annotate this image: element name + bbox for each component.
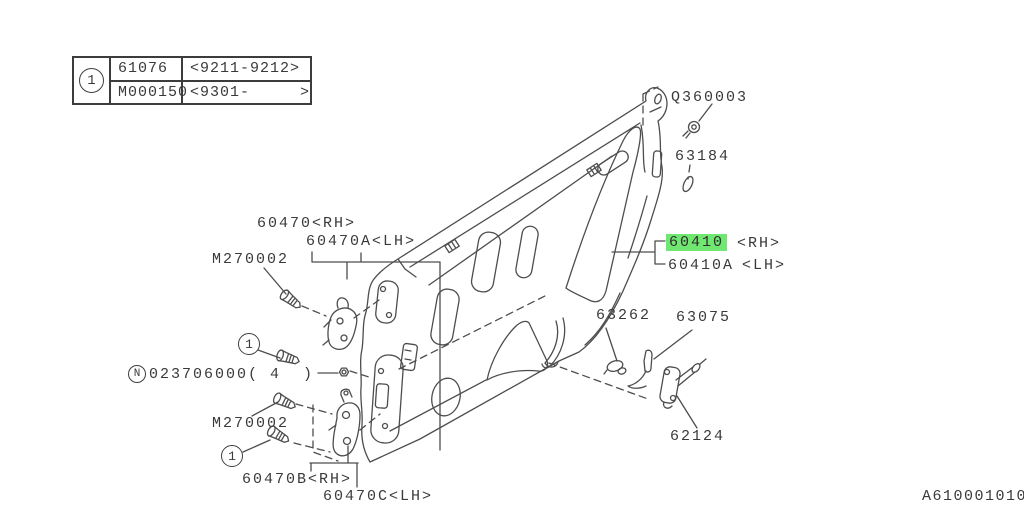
label-023706000[interactable]: 023706000( 4 ) bbox=[149, 366, 315, 383]
bolt-lower-m270002 bbox=[272, 392, 296, 410]
label-60470c-lh[interactable]: 60470C<LH> bbox=[323, 488, 434, 505]
quarter-window-cutout bbox=[565, 126, 642, 303]
label-62124[interactable]: 62124 bbox=[670, 428, 726, 445]
part-number-61076[interactable]: 61076 bbox=[111, 58, 183, 80]
label-60470a-lh[interactable]: 60470A<LH> bbox=[306, 233, 417, 250]
bolt-ref1-upper bbox=[276, 349, 300, 365]
table-row: 61076 <9211-9212> bbox=[110, 58, 310, 82]
slot-cutouts bbox=[430, 225, 539, 346]
leader-lines bbox=[242, 103, 713, 453]
label-60470-rh[interactable]: 60470<RH> bbox=[257, 215, 357, 232]
label-60410-rh-side: <RH> bbox=[737, 235, 782, 252]
label-60410a[interactable]: 60410A bbox=[668, 257, 735, 274]
armrest-cutout bbox=[389, 320, 549, 432]
ref-1-badge: 1 bbox=[238, 333, 260, 355]
applicability-range: <9211-9212> bbox=[189, 60, 300, 78]
label-m270002-upper[interactable]: M270002 bbox=[212, 251, 290, 268]
label-63075[interactable]: 63075 bbox=[676, 309, 732, 326]
dashed-construction-lines bbox=[293, 86, 691, 462]
label-60470b-rh[interactable]: 60470B<RH> bbox=[242, 471, 353, 488]
label-60410a-lh-side: <LH> bbox=[742, 257, 787, 274]
plug-63262 bbox=[603, 359, 627, 375]
reference-table: 1 61076 <9211-9212> M000150 <9301- > bbox=[72, 56, 312, 105]
corner-piece-63184 bbox=[682, 175, 694, 193]
speaker-hole bbox=[431, 377, 461, 417]
bolt-upper-m270002 bbox=[279, 289, 301, 309]
door-panel-outline bbox=[359, 87, 668, 463]
diagram-code: A610001010 bbox=[922, 488, 1024, 505]
door-checker-62124 bbox=[659, 358, 707, 409]
sill-clip-marks bbox=[444, 162, 602, 254]
label-brackets bbox=[309, 240, 666, 488]
latch-tab bbox=[399, 342, 419, 372]
upper-hinge-part bbox=[322, 297, 358, 350]
label-63184[interactable]: 63184 bbox=[675, 148, 731, 165]
lower-hinge-part bbox=[328, 388, 361, 457]
label-63262[interactable]: 63262 bbox=[596, 307, 652, 324]
nut-ref-n-badge: N bbox=[128, 365, 146, 383]
ref-1-badge: 1 bbox=[221, 445, 243, 467]
part-number-m000150[interactable]: M000150 bbox=[111, 81, 187, 103]
ref-1-badge: 1 bbox=[78, 68, 104, 93]
table-row: M000150 <9301- > bbox=[111, 81, 310, 103]
nut-part bbox=[338, 367, 350, 377]
hinge-recess-upper bbox=[375, 280, 399, 324]
label-m270002-lower[interactable]: M270002 bbox=[212, 415, 290, 432]
stopper-63075 bbox=[627, 349, 653, 389]
label-60410-highlighted[interactable]: 60410 bbox=[666, 234, 728, 251]
table-ref-circle-cell: 1 bbox=[74, 58, 111, 103]
label-q360003[interactable]: Q360003 bbox=[671, 89, 749, 106]
door-sill-lines bbox=[397, 122, 663, 286]
bolt-ref1-lower bbox=[266, 425, 290, 443]
screw-q360003 bbox=[682, 120, 701, 139]
applicability-range: <9301- > bbox=[189, 83, 310, 101]
hinge-recess-lower bbox=[370, 354, 404, 444]
